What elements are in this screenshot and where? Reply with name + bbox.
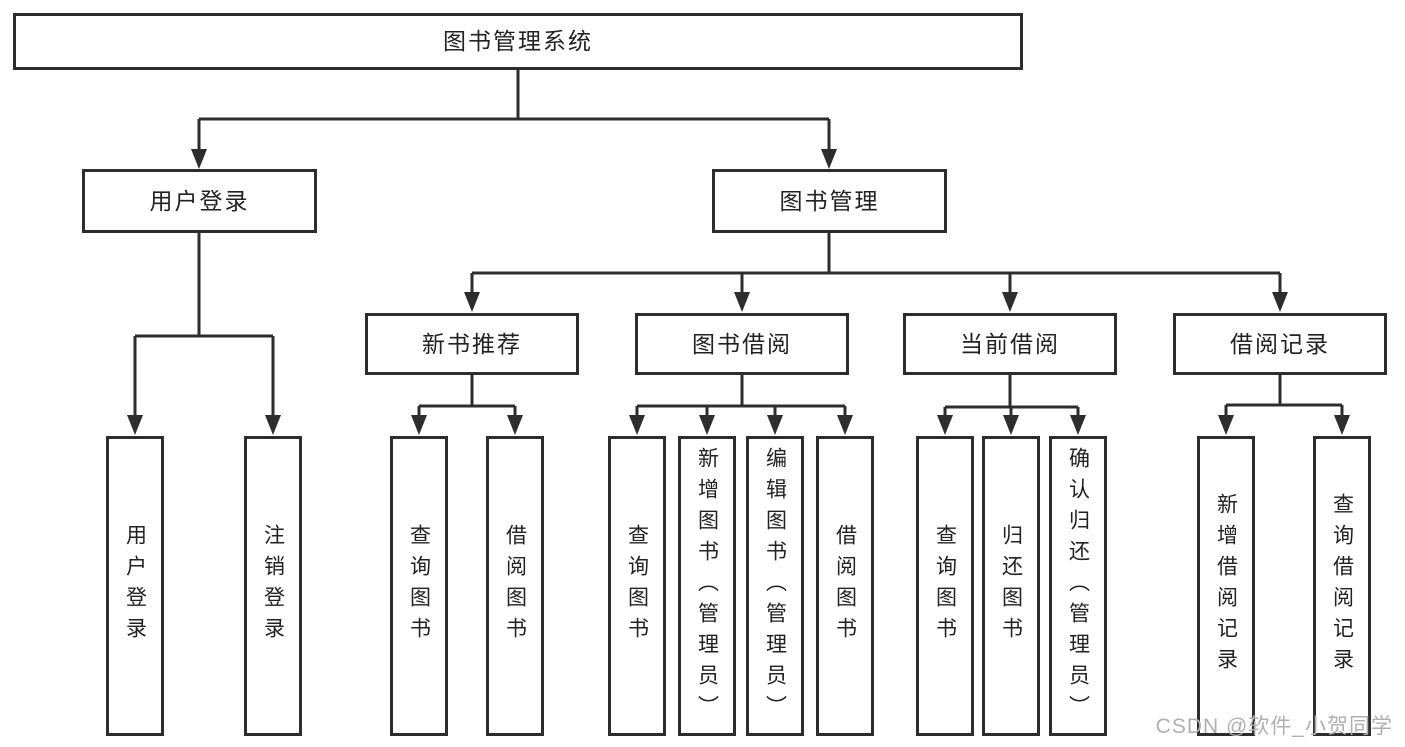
leaf-logout: 注销登录 — [244, 436, 302, 736]
connector-record-children — [1224, 375, 1344, 417]
leaf-logout-label: 注销登录 — [261, 524, 285, 648]
arrowheads-level3 — [464, 292, 1288, 312]
node-root: 图书管理系统 — [13, 13, 1023, 70]
node-current-borrow-label: 当前借阅 — [960, 330, 1060, 357]
node-book-management: 图书管理 — [712, 169, 947, 233]
leaf-user-login-label: 用户登录 — [123, 524, 147, 648]
leaf-current-confirm-return-admin: 确认归还（管理员） — [1049, 436, 1107, 736]
node-borrow-record-label: 借阅记录 — [1230, 330, 1330, 357]
leaf-borrow-edit-books-admin: 编辑图书（管理员） — [746, 436, 804, 736]
leaf-current-confirm-return-admin-label: 确认归还（管理员） — [1066, 446, 1090, 726]
connector-user-login-children — [133, 233, 275, 417]
leaf-current-query-books: 查询图书 — [916, 436, 974, 736]
leaf-current-query-books-label: 查询图书 — [933, 524, 957, 648]
node-new-book-recommend: 新书推荐 — [365, 313, 579, 375]
connector-current-children — [943, 375, 1080, 417]
arrowheads-borrow-children — [629, 415, 853, 435]
leaf-recommend-query-books: 查询图书 — [390, 436, 448, 736]
leaf-current-return-books-label: 归还图书 — [999, 524, 1023, 648]
leaf-borrow-add-books-admin-label: 新增图书（管理员） — [695, 446, 719, 726]
leaf-recommend-query-books-label: 查询图书 — [407, 524, 431, 648]
connector-borrow-children — [635, 375, 847, 417]
leaf-borrow-query-books-label: 查询图书 — [625, 524, 649, 648]
node-user-login-label: 用户登录 — [149, 187, 250, 214]
node-book-borrow-label: 图书借阅 — [692, 330, 792, 357]
leaf-current-return-books: 归还图书 — [982, 436, 1040, 736]
arrowheads-level2 — [191, 149, 837, 169]
node-new-book-recommend-label: 新书推荐 — [422, 330, 522, 357]
leaf-record-add-record-label: 新增借阅记录 — [1214, 493, 1238, 679]
leaf-borrow-borrow-books: 借阅图书 — [816, 436, 874, 736]
connector-root-to-level2 — [197, 70, 831, 151]
node-borrow-record: 借阅记录 — [1173, 313, 1387, 375]
leaf-record-query-record-label: 查询借阅记录 — [1330, 493, 1354, 679]
leaf-borrow-edit-books-admin-label: 编辑图书（管理员） — [763, 446, 787, 726]
csdn-watermark: CSDN @软件_小贺同学 — [1155, 715, 1393, 738]
arrowheads-user-login-children — [127, 415, 281, 435]
leaf-record-add-record: 新增借阅记录 — [1197, 436, 1255, 736]
connector-book-management-children — [470, 233, 1282, 294]
node-book-borrow: 图书借阅 — [635, 313, 849, 375]
node-user-login: 用户登录 — [82, 169, 317, 233]
leaf-borrow-borrow-books-label: 借阅图书 — [833, 524, 857, 648]
leaf-user-login: 用户登录 — [106, 436, 164, 736]
leaf-recommend-borrow-books: 借阅图书 — [486, 436, 544, 736]
arrowheads-record-children — [1218, 415, 1350, 435]
leaf-recommend-borrow-books-label: 借阅图书 — [503, 524, 527, 648]
leaf-borrow-query-books: 查询图书 — [608, 436, 666, 736]
connector-recommend-children — [417, 375, 517, 417]
node-root-label: 图书管理系统 — [443, 28, 593, 54]
arrowheads-recommend-children — [411, 415, 523, 435]
node-current-borrow: 当前借阅 — [903, 313, 1117, 375]
arrowheads-current-children — [937, 415, 1086, 435]
leaf-record-query-record: 查询借阅记录 — [1313, 436, 1371, 736]
leaf-borrow-add-books-admin: 新增图书（管理员） — [678, 436, 736, 736]
node-book-management-label: 图书管理 — [779, 187, 880, 214]
